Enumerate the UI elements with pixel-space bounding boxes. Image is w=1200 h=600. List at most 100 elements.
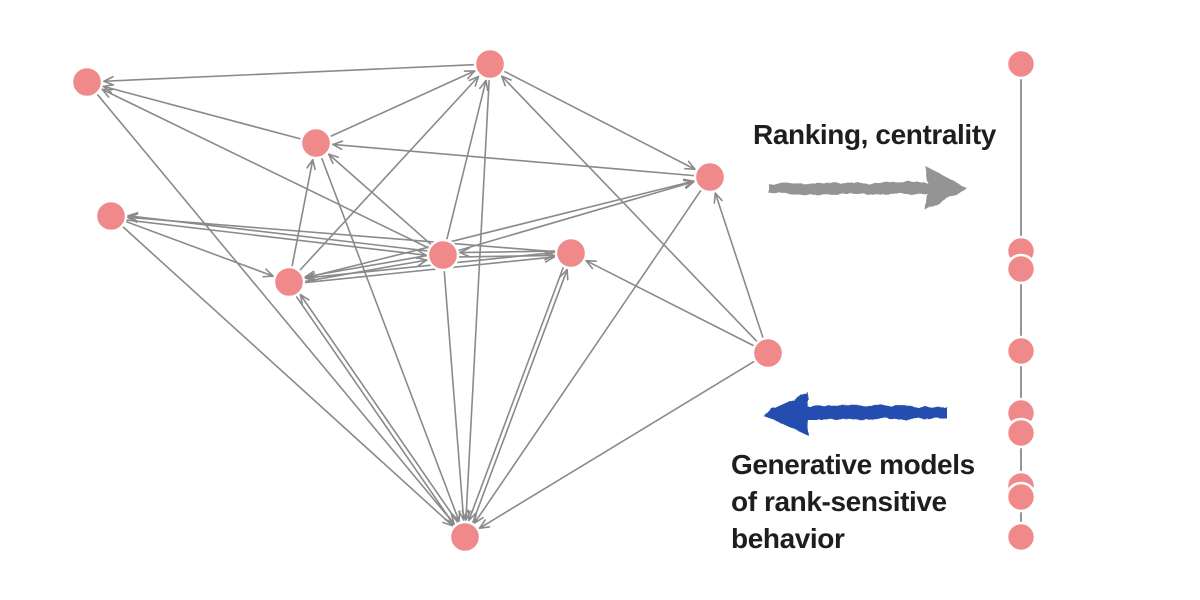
graph-edge-arrowhead [485, 79, 489, 92]
graph-edge [299, 75, 480, 272]
graph-edge-arrowhead [417, 259, 428, 267]
graph-edge-arrowhead [682, 178, 695, 182]
graph-edge [96, 93, 455, 525]
graph-edge-arrowhead [687, 160, 696, 171]
graph-edge [304, 259, 428, 283]
graph-edge-arrowhead [684, 180, 695, 189]
graph-edge-arrowhead [478, 526, 491, 529]
graph-edge-arrowhead [442, 521, 454, 527]
graph-edge [443, 270, 465, 521]
generative-label-line1: Generative models [731, 449, 975, 480]
graph-edge [295, 295, 455, 526]
graph-edge-arrowhead [500, 75, 506, 87]
graph-node [70, 65, 104, 99]
graph-node [693, 160, 727, 194]
graph-edge-arrowhead [473, 516, 484, 524]
graph-edge-arrowhead [262, 275, 274, 278]
graph-edge-arrowhead [459, 247, 470, 254]
graph-edge-arrowhead [462, 509, 468, 521]
graph-edge-arrowhead [127, 212, 139, 217]
graph-node [473, 47, 507, 81]
rank-node [1005, 481, 1037, 513]
graph-edge [478, 360, 756, 529]
rank-node [1005, 253, 1037, 285]
graph-edge-arrowhead [468, 512, 477, 522]
graph-edge [125, 220, 274, 277]
graph-edge-arrowhead [478, 79, 487, 90]
graph-edge [101, 88, 430, 249]
graph-edge [446, 79, 487, 241]
graph-edge-arrowhead [299, 293, 304, 306]
graph-edge-arrowhead [299, 293, 310, 301]
graph-node [272, 265, 306, 299]
graph-edge-arrowhead [559, 268, 568, 278]
graph-node [751, 336, 785, 370]
ranking-axis [1005, 48, 1037, 553]
graph-edge-arrowhead [714, 192, 723, 202]
graph-edge-arrowhead [544, 256, 556, 263]
graph-node [426, 238, 460, 272]
graph-edge [304, 254, 428, 278]
rank-node [1005, 48, 1037, 80]
graph-edge [503, 70, 696, 171]
graph-edge-arrowhead [332, 140, 344, 146]
graph-edge [122, 225, 454, 527]
graph-edge-arrowhead [544, 253, 556, 258]
graph-node [299, 126, 333, 160]
graph-edge-arrowhead [265, 268, 274, 277]
graph-edge-arrowhead [444, 518, 455, 526]
graph-edge-arrowhead [311, 158, 316, 171]
generative-label-line2: of rank-sensitive [731, 486, 947, 517]
graph-edge-arrowhead [101, 88, 110, 98]
rank-node [1005, 521, 1037, 553]
graph-edge-arrowhead [327, 153, 340, 159]
graph-edge-arrowhead [304, 272, 316, 279]
graph-edge [459, 250, 556, 254]
generative-arrow-icon [762, 393, 947, 436]
graph-edge-arrowhead [474, 75, 480, 87]
graph-edge [471, 268, 568, 524]
graph-edge-arrowhead [416, 249, 427, 257]
graph-edge [320, 157, 460, 522]
graph-edge-arrowhead [459, 251, 470, 258]
graph-edge-arrowhead [103, 75, 114, 83]
graph-edge-arrowhead [306, 158, 314, 169]
graph-edge [125, 219, 427, 257]
ranking-nodes [1005, 48, 1037, 553]
graph-edge [303, 180, 695, 279]
ranking-label: Ranking, centrality [753, 119, 996, 150]
graph-edge-arrowhead [544, 250, 555, 257]
graph-edge-arrowhead [102, 83, 115, 88]
graph-edge [329, 70, 476, 138]
graph-edge [457, 180, 695, 252]
graph-edge [468, 266, 565, 522]
graph-edge-arrowhead [332, 143, 343, 151]
ranking-arrow-icon [769, 166, 967, 210]
graph-edge [585, 259, 755, 347]
graph-edges [96, 63, 764, 529]
graph-edge-arrowhead [304, 270, 315, 278]
graph-edge [458, 254, 555, 258]
rank-node [1005, 335, 1037, 367]
graph-edge [291, 158, 314, 268]
graph-edge [299, 293, 459, 524]
graph-node [554, 236, 588, 270]
graph-nodes [70, 47, 785, 554]
graph-edge-arrowhead [416, 256, 428, 261]
graph-edge-arrowhead [467, 509, 470, 522]
graph-edge [327, 153, 432, 246]
graph-edge [304, 256, 556, 284]
graph-edge [332, 143, 695, 177]
graph-edge-arrowhead [327, 153, 334, 165]
graph-edge-arrowhead [127, 213, 139, 219]
graph-edge [714, 192, 764, 339]
graph-edge-arrowhead [478, 519, 487, 529]
graph-edge [465, 79, 490, 521]
graph-edge-arrowhead [451, 513, 460, 522]
graph-edge [473, 189, 702, 524]
directed-graph [70, 47, 785, 554]
graph-edge [500, 75, 758, 343]
graph-node [448, 520, 482, 554]
